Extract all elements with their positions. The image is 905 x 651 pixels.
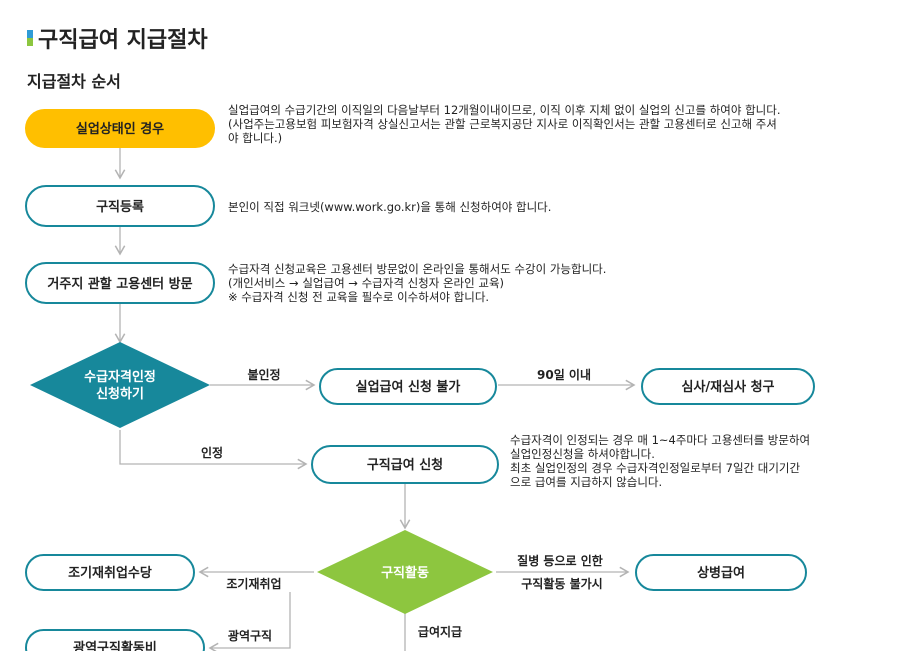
desc-apply-benefit: 수급자격이 인정되는 경우 매 1~4주마다 고용센터를 방문하여 실업인정신청…: [510, 433, 811, 489]
node-visit-center: 거주지 관할 고용센터 방문: [25, 262, 215, 304]
svg-text:조기재취업수당: 조기재취업수당: [68, 565, 152, 581]
label-early-reemploy: 조기재취업: [226, 576, 281, 591]
node-job-register: 구직등록: [25, 185, 215, 227]
node-unemployed: 실업상태인 경우: [25, 109, 215, 148]
svg-text:거주지 관할 고용센터 방문: 거주지 관할 고용센터 방문: [47, 276, 192, 292]
label-sick-1: 질병 등으로 인한: [517, 553, 603, 568]
label-approved: 인정: [201, 445, 223, 460]
label-pay-benefit: 급여지급: [418, 624, 462, 639]
svg-text:심사/재심사 청구: 심사/재심사 청구: [682, 379, 775, 395]
node-qualification: 수급자격인정 신청하기: [30, 342, 210, 428]
svg-text:수급자격인정: 수급자격인정: [84, 369, 156, 385]
svg-text:구직활동: 구직활동: [381, 565, 429, 581]
node-review: 심사/재심사 청구: [641, 368, 815, 405]
desc-unemployed: 실업급여의 수급기간의 이직일의 다음날부터 12개월이내이므로, 이직 이후 …: [228, 103, 781, 145]
svg-text:광역구직활동비: 광역구직활동비: [73, 640, 157, 651]
node-sickness-benefit: 상병급여: [635, 554, 807, 591]
node-not-eligible: 실업급여 신청 불가: [319, 368, 497, 405]
svg-text:구직급여 신청: 구직급여 신청: [367, 457, 443, 473]
page-title-marker: [27, 30, 33, 46]
desc-job-register: 본인이 직접 워크넷(www.work.go.kr)을 통해 신청하여야 합니다…: [228, 200, 552, 214]
desc-visit-center: 수급자격 신청교육은 고용센터 방문없이 온라인을 통해서도 수강이 가능합니다…: [228, 262, 607, 304]
section-title: 지급절차 순서: [27, 72, 121, 91]
svg-text:구직등록: 구직등록: [96, 199, 144, 215]
node-wide-area: 광역구직활동비: [25, 629, 205, 651]
label-rejected: 불인정: [247, 367, 280, 382]
svg-text:신청하기: 신청하기: [96, 386, 144, 402]
page-title: 구직급여 지급절차: [38, 28, 208, 53]
label-sick-2: 구직활동 불가시: [521, 576, 602, 591]
svg-text:실업상태인 경우: 실업상태인 경우: [76, 121, 164, 137]
node-apply-benefit: 구직급여 신청: [311, 445, 499, 484]
edge-wide-area: [208, 592, 291, 651]
label-within-90: 90일 이내: [537, 367, 591, 382]
label-wide-area: 광역구직: [228, 628, 272, 643]
edge-approved: [119, 430, 308, 470]
svg-text:실업급여 신청 불가: 실업급여 신청 불가: [356, 379, 461, 395]
svg-text:상병급여: 상병급여: [697, 565, 745, 581]
node-early-reemployment: 조기재취업수당: [25, 554, 195, 591]
node-job-search: 구직활동: [317, 530, 493, 614]
